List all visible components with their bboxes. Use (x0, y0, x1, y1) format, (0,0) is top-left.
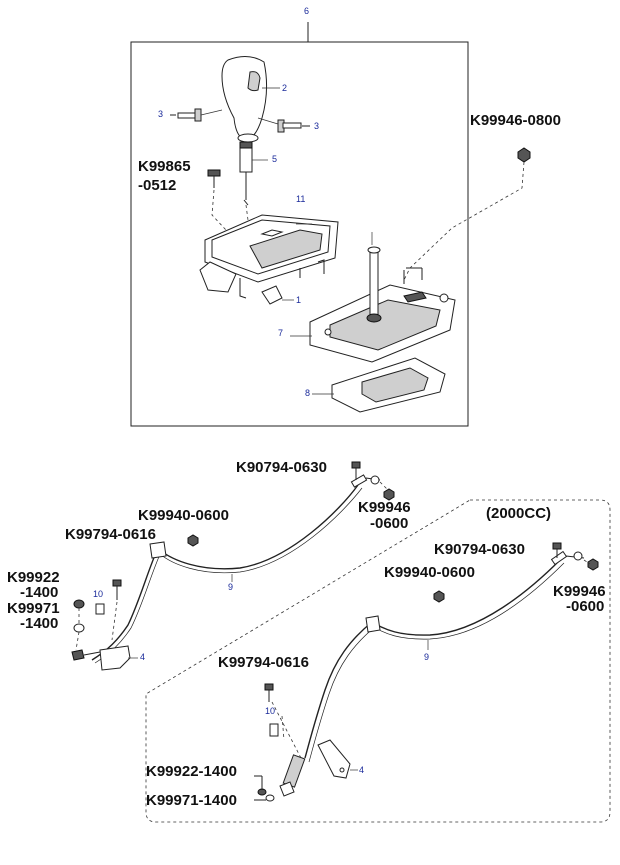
label-screw-3-left: 3 (158, 109, 164, 119)
shift-knob (221, 56, 280, 143)
gasket (312, 357, 446, 413)
label-g1-cable-9: 9 (228, 582, 234, 592)
label-g2-bolt2: K99794-0616 (218, 654, 309, 671)
nut-0800 (403, 147, 531, 281)
label-g1-nut-2: -0600 (370, 515, 409, 532)
label-bracket-1: 1 (296, 295, 302, 305)
bracket (199, 259, 325, 305)
shift-bezel (204, 214, 339, 283)
label-g1-clip-10: 10 (93, 589, 104, 599)
assembly-frame (130, 41, 469, 427)
label-g2-clip: K99971-1400 (146, 792, 237, 809)
shifter-base (290, 232, 456, 363)
label-g1-grommet: K99940-0600 (138, 507, 229, 524)
label-g2-nut-2: -0600 (566, 598, 605, 615)
clip-bolt (207, 169, 241, 246)
label-knob-2: 2 (282, 83, 288, 93)
label-g1-bolt2: K99794-0616 (65, 526, 156, 543)
label-g1-nut-1: K99946 (358, 499, 411, 516)
label-g1-washer-2: -1400 (20, 584, 59, 601)
cable-assembly-1 (71, 461, 395, 671)
label-clip-bolt-code-1: K99865 (138, 158, 191, 175)
label-g1-bracket-4: 4 (140, 652, 146, 662)
label-g1-bolt: K90794-0630 (236, 459, 327, 476)
label-g2-variant: (2000CC) (486, 505, 552, 522)
label-g1-clip-1: K99971 (7, 600, 60, 617)
label-screw-3-right: 3 (314, 121, 320, 131)
label-assembly-6: 6 (304, 6, 310, 16)
screw-left (170, 108, 223, 122)
label-g1-washer-1: K99922 (7, 569, 60, 586)
cable-assembly-2 (145, 499, 611, 823)
label-clip-bolt-code-2: -0512 (138, 177, 177, 194)
label-g2-bolt: K90794-0630 (434, 541, 525, 558)
label-base-7: 7 (278, 328, 284, 338)
label-g2-cable-9: 9 (424, 652, 430, 662)
label-gasket-8: 8 (305, 388, 311, 398)
label-g2-washer: K99922-1400 (146, 763, 237, 780)
screw-right (257, 117, 310, 133)
label-g2-clip-10: 10 (265, 706, 276, 716)
label-g2-nut-1: K99946 (553, 583, 606, 600)
label-rod-5: 5 (272, 154, 278, 164)
shift-rod (239, 141, 268, 236)
label-bezel-11: 11 (296, 194, 306, 204)
label-nut-0800: K99946-0800 (470, 112, 561, 129)
shift-lever-assembly (130, 22, 531, 427)
label-g2-bracket-4: 4 (359, 765, 365, 775)
label-g1-clip-2: -1400 (20, 615, 59, 632)
label-g2-grommet: K99940-0600 (384, 564, 475, 581)
